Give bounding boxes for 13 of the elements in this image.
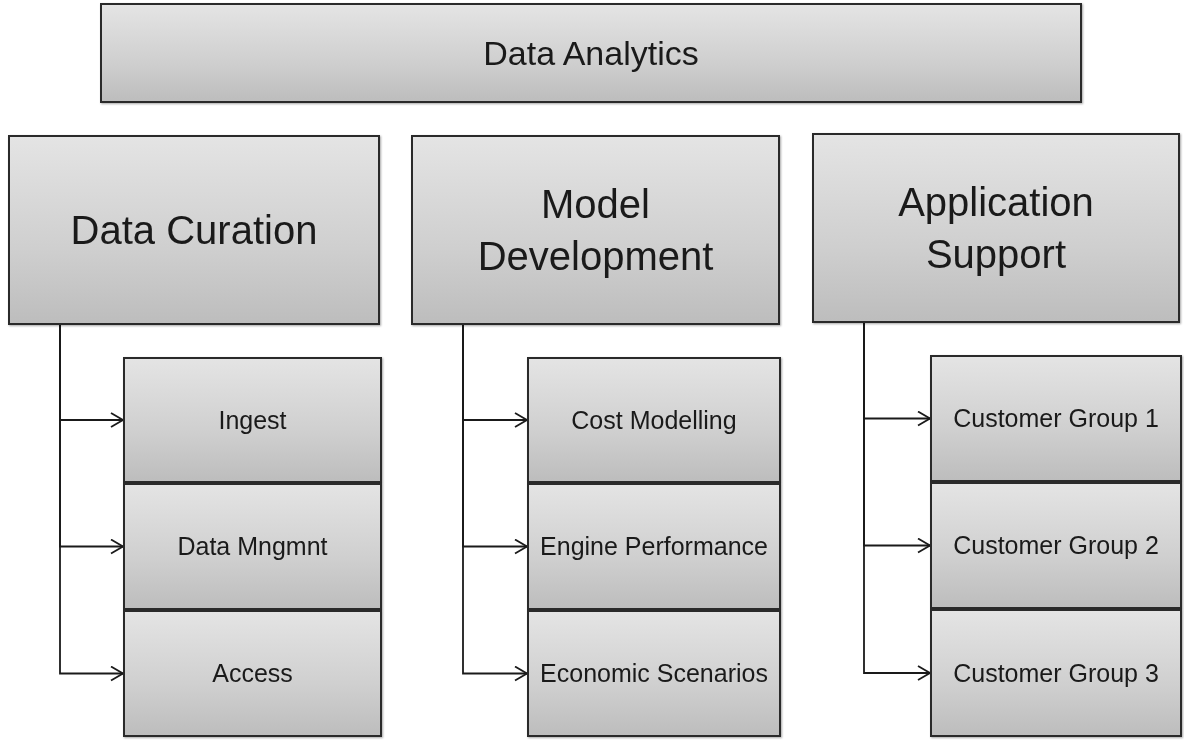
item-box: Access — [123, 610, 382, 737]
category-box: Model Development — [411, 135, 780, 325]
item-box: Cost Modelling — [527, 357, 781, 483]
item-box: Economic Scenarios — [527, 610, 781, 737]
item-box: Customer Group 1 — [930, 355, 1182, 482]
item-box: Engine Performance — [527, 483, 781, 610]
category-box: Application Support — [812, 133, 1180, 323]
category-box: Data Curation — [8, 135, 380, 325]
item-box: Customer Group 3 — [930, 609, 1182, 737]
item-box: Data Mngmnt — [123, 483, 382, 610]
item-box: Ingest — [123, 357, 382, 483]
item-box: Customer Group 2 — [930, 482, 1182, 609]
title-box: Data Analytics — [100, 3, 1082, 103]
